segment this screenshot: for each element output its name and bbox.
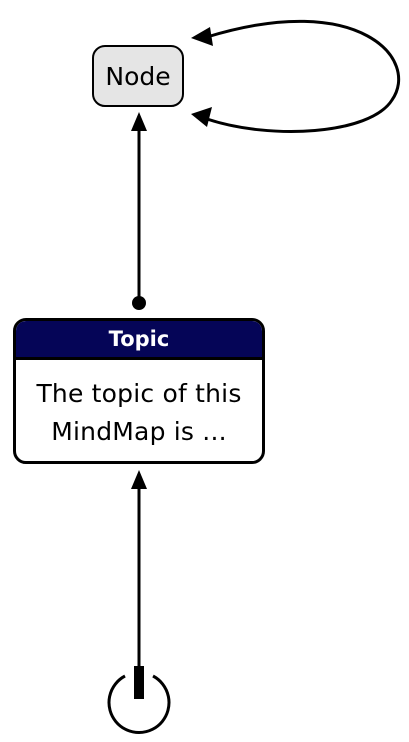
- self-loop-arrowhead-top: [191, 27, 213, 46]
- self-loop-arrowhead-bottom: [191, 107, 212, 127]
- edge-origin-dot: [132, 296, 146, 310]
- topic-text-line-1: The topic of this: [36, 379, 242, 408]
- topic-header: Topic: [16, 321, 262, 360]
- node-label: Node: [105, 61, 171, 91]
- start-power-icon: [107, 674, 171, 734]
- self-loop-edge: [206, 19, 401, 133]
- topic-text-line-2: MindMap is ...: [51, 417, 227, 446]
- topic-body: The topic of this MindMap is ...: [16, 360, 262, 451]
- node-box[interactable]: Node: [92, 45, 184, 107]
- topic-to-node-arrowhead: [131, 112, 147, 131]
- start-to-topic-arrowhead: [131, 470, 147, 489]
- topic-box[interactable]: Topic The topic of this MindMap is ...: [13, 318, 265, 464]
- start-power-bar: [134, 666, 144, 699]
- topic-title: Topic: [108, 327, 170, 351]
